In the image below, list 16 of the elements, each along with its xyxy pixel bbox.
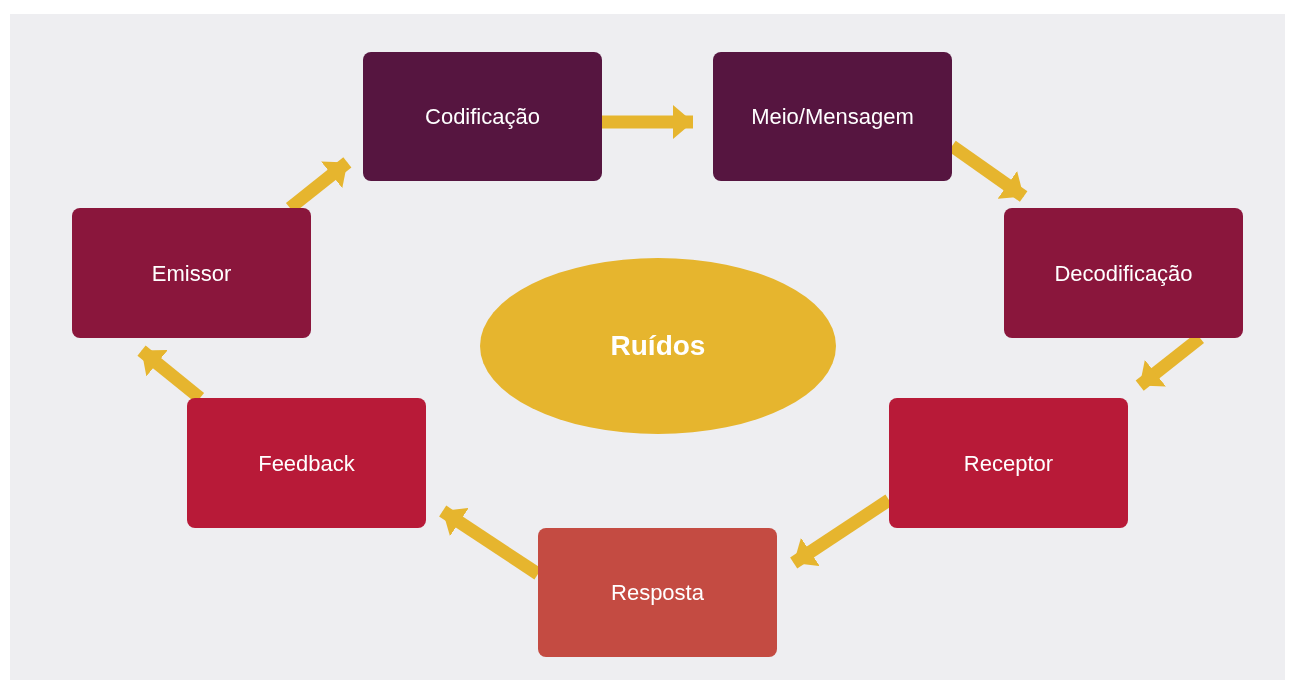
arrow <box>602 105 693 139</box>
node-label: Ruídos <box>610 329 706 363</box>
node-label: Emissor <box>151 259 232 288</box>
process-box <box>538 528 777 657</box>
node-label: Receptor <box>963 449 1054 478</box>
node-label: Resposta <box>611 579 704 607</box>
process-box <box>889 398 1128 528</box>
node-label: Meio/Mensagem <box>751 103 914 131</box>
process-box <box>713 52 952 181</box>
process-box <box>187 398 426 528</box>
node-label: Codificação <box>425 103 540 131</box>
node-label: Decodificação <box>1054 259 1193 288</box>
process-box <box>1004 208 1243 338</box>
node-label: Feedback <box>258 449 355 478</box>
process-box <box>363 52 602 181</box>
process-box <box>72 208 311 338</box>
